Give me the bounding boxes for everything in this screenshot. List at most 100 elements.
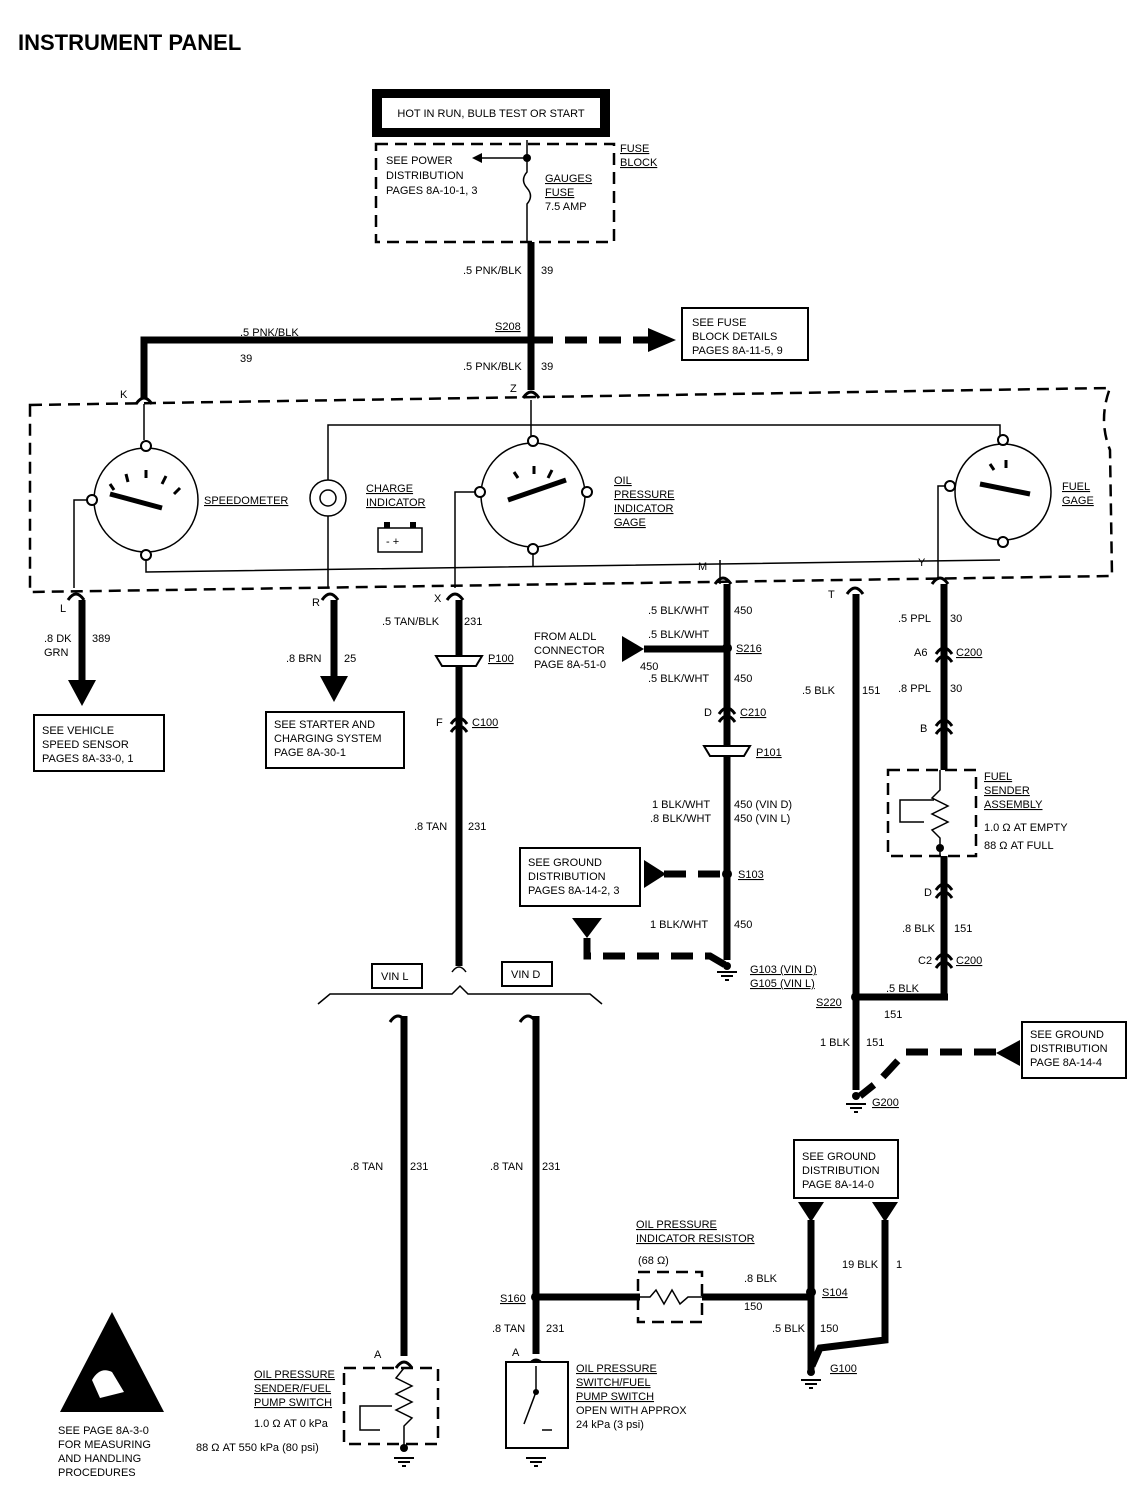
svg-text:1 BLK/WHT: 1 BLK/WHT <box>650 919 708 931</box>
svg-text:450: 450 <box>734 673 752 685</box>
svg-text:88 Ω AT 550 kPa (80 psi): 88 Ω AT 550 kPa (80 psi) <box>196 1442 319 1454</box>
oil-gage-label: OIL <box>614 475 632 487</box>
resistor-icon <box>930 770 950 856</box>
ground1-ref <box>519 847 641 907</box>
svg-text:(68 Ω): (68 Ω) <box>638 1255 669 1267</box>
svg-text:PAGE 8A-30-1: PAGE 8A-30-1 <box>274 747 346 759</box>
svg-text:SEE STARTER AND: SEE STARTER AND <box>274 719 375 731</box>
svg-text:P101: P101 <box>756 747 782 759</box>
svg-text:.8 TAN: .8 TAN <box>350 1161 383 1173</box>
svg-text:FUSE: FUSE <box>545 187 574 199</box>
svg-text:SEE GROUND: SEE GROUND <box>1030 1029 1104 1041</box>
svg-text:C2: C2 <box>918 955 932 967</box>
svg-text:151: 151 <box>884 1009 902 1021</box>
svg-text:T: T <box>828 589 835 601</box>
svg-text:P100: P100 <box>488 653 514 665</box>
svg-text:PUMP SWITCH: PUMP SWITCH <box>576 1391 654 1403</box>
svg-text:450 (VIN L): 450 (VIN L) <box>734 813 790 825</box>
svg-text:39: 39 <box>541 361 553 373</box>
fuel-sender-box <box>886 768 978 858</box>
svg-text:.8 BLK: .8 BLK <box>744 1273 778 1285</box>
svg-text:.8 TAN: .8 TAN <box>414 821 447 833</box>
svg-text:25: 25 <box>344 653 356 665</box>
svg-text:Z: Z <box>510 383 517 395</box>
svg-text:K: K <box>120 389 128 401</box>
g200-label: G200 <box>872 1097 899 1109</box>
svg-text:S208: S208 <box>495 321 521 333</box>
svg-text:DISTRIBUTION: DISTRIBUTION <box>1030 1043 1108 1055</box>
oil-sender-label: OIL PRESSURE <box>254 1369 335 1381</box>
svg-text:.5 BLK: .5 BLK <box>802 685 836 697</box>
svg-text:CONNECTOR: CONNECTOR <box>534 645 605 657</box>
fuse-block-box <box>374 142 616 244</box>
svg-text:150: 150 <box>820 1323 838 1335</box>
svg-text:1 BLK/WHT: 1 BLK/WHT <box>652 799 710 811</box>
battery-icon: - + <box>377 522 423 553</box>
svg-text:1: 1 <box>896 1259 902 1271</box>
arrow-icon <box>572 918 602 938</box>
g100-label: G100 <box>830 1363 857 1375</box>
hot-in-run-label: HOT IN RUN, BULB TEST OR START <box>397 108 585 120</box>
g105-label: G105 (VIN L) <box>750 978 815 990</box>
ground3-ref <box>793 1139 899 1199</box>
svg-text:INDICATOR: INDICATOR <box>366 497 426 509</box>
svg-text:.5 PNK/BLK: .5 PNK/BLK <box>463 361 522 373</box>
charge-indicator-label: CHARGE <box>366 483 413 495</box>
oil-sender-box <box>342 1366 440 1446</box>
oil-switch-box <box>505 1361 569 1449</box>
svg-text:SENDER: SENDER <box>984 785 1030 797</box>
svg-text:231: 231 <box>410 1161 428 1173</box>
svg-text:DISTRIBUTION: DISTRIBUTION <box>386 170 464 182</box>
arrow-icon <box>996 1040 1020 1066</box>
svg-text:.5 PPL: .5 PPL <box>898 613 931 625</box>
svg-text:GAGE: GAGE <box>614 517 646 529</box>
svg-text:DISTRIBUTION: DISTRIBUTION <box>802 1165 880 1177</box>
esd-warning-icon <box>60 1312 164 1412</box>
power-ref: SEE POWER <box>386 155 453 167</box>
svg-text:SENDER/FUEL: SENDER/FUEL <box>254 1383 331 1395</box>
ground2-ref <box>1021 1021 1127 1079</box>
fuel-gage-label: FUEL <box>1062 481 1090 493</box>
svg-text:.5 PNK/BLK: .5 PNK/BLK <box>463 265 522 277</box>
svg-text:A: A <box>512 1347 520 1359</box>
svg-text:S216: S216 <box>736 643 762 655</box>
fuse-block-label: FUSE <box>620 143 649 155</box>
svg-text:ASSEMBLY: ASSEMBLY <box>984 799 1043 811</box>
svg-text:450: 450 <box>734 919 752 931</box>
svg-text:C100: C100 <box>472 717 498 729</box>
svg-text:GRN: GRN <box>44 647 69 659</box>
svg-text:39: 39 <box>240 353 252 365</box>
svg-text:PRESSURE: PRESSURE <box>614 489 675 501</box>
svg-text:19 BLK: 19 BLK <box>842 1259 879 1271</box>
svg-text:39: 39 <box>541 265 553 277</box>
svg-text:.5 BLK/WHT: .5 BLK/WHT <box>648 673 709 685</box>
svg-text:S220: S220 <box>816 997 842 1009</box>
svg-text:C210: C210 <box>740 707 766 719</box>
svg-text:A6: A6 <box>914 647 927 659</box>
svg-text:.8 TAN: .8 TAN <box>490 1161 523 1173</box>
vin-l-tag <box>371 963 423 989</box>
svg-text:PAGES 8A-14-2, 3: PAGES 8A-14-2, 3 <box>528 885 620 897</box>
svg-text:231: 231 <box>464 616 482 628</box>
svg-text:.8 BLK: .8 BLK <box>902 923 936 935</box>
svg-text:CHARGING SYSTEM: CHARGING SYSTEM <box>274 733 382 745</box>
arrow-icon <box>644 860 666 888</box>
arrow-icon <box>472 153 482 163</box>
svg-text:BLOCK DETAILS: BLOCK DETAILS <box>692 331 777 343</box>
aldl-ref: FROM ALDL <box>534 631 596 643</box>
svg-text:SEE GROUND: SEE GROUND <box>528 857 602 869</box>
svg-text:.5 BLK: .5 BLK <box>886 983 920 995</box>
svg-text:Y: Y <box>918 557 926 569</box>
svg-text:S103: S103 <box>738 869 764 881</box>
svg-text:X: X <box>434 593 442 605</box>
svg-text:AND HANDLING: AND HANDLING <box>58 1453 141 1465</box>
svg-text:S104: S104 <box>822 1287 848 1299</box>
svg-text:.5 TAN/BLK: .5 TAN/BLK <box>382 616 440 628</box>
svg-text:151: 151 <box>866 1037 884 1049</box>
svg-text:S160: S160 <box>500 1293 526 1305</box>
svg-text:.5 BLK/WHT: .5 BLK/WHT <box>648 605 709 617</box>
arrow-icon <box>648 328 676 352</box>
svg-text:M: M <box>698 561 707 573</box>
svg-text:FOR MEASURING: FOR MEASURING <box>58 1439 151 1451</box>
